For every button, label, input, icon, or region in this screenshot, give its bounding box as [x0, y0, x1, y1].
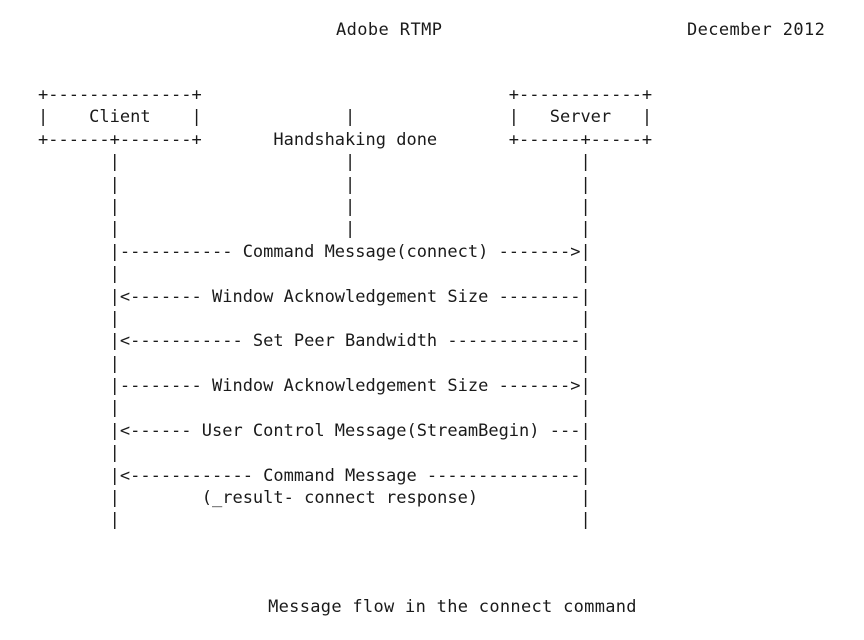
figure-caption: Message flow in the connect command — [0, 574, 864, 640]
art-line-14: | | — [38, 398, 591, 419]
document-page: Adobe RTMP December 2012 +--------------… — [0, 18, 864, 617]
art-line-3: | | | — [38, 152, 591, 173]
art-line-0: +--------------+ +------------+ — [38, 85, 653, 105]
art-line-4: | | | — [38, 174, 591, 195]
figure-caption-text: Message flow in the connect command — [268, 597, 637, 617]
art-line-17: |<------------ Command Message ---------… — [38, 465, 591, 486]
art-line-16: | | — [38, 443, 591, 464]
ascii-sequence-diagram: +--------------+ +------------+| Client … — [0, 84, 864, 532]
art-line-11: |<----------- Set Peer Bandwidth -------… — [38, 331, 591, 352]
art-line-2: +------+-------+ Handshaking done +-----… — [38, 129, 653, 150]
art-line-7: |----------- Command Message(connect) --… — [38, 241, 591, 262]
header-document-title: Adobe RTMP — [336, 20, 443, 40]
art-line-9: |<------- Window Acknowledgement Size --… — [38, 286, 591, 307]
art-line-13: |-------- Window Acknowledgement Size --… — [38, 376, 591, 397]
art-line-5: | | | — [38, 196, 591, 217]
art-line-15: |<------ User Control Message(StreamBegi… — [38, 420, 591, 441]
art-line-19: | | — [38, 510, 591, 531]
art-line-10: | | — [38, 308, 591, 329]
art-line-8: | | — [38, 264, 591, 285]
header-date: December 2012 — [687, 20, 826, 40]
art-line-18: | (_result- connect response) | — [38, 488, 591, 509]
running-header: Adobe RTMP December 2012 — [0, 18, 864, 42]
art-line-12: | | — [38, 353, 591, 374]
art-line-6: | | | — [38, 219, 591, 240]
art-line-1: | Client | | | Server | — [38, 107, 653, 128]
